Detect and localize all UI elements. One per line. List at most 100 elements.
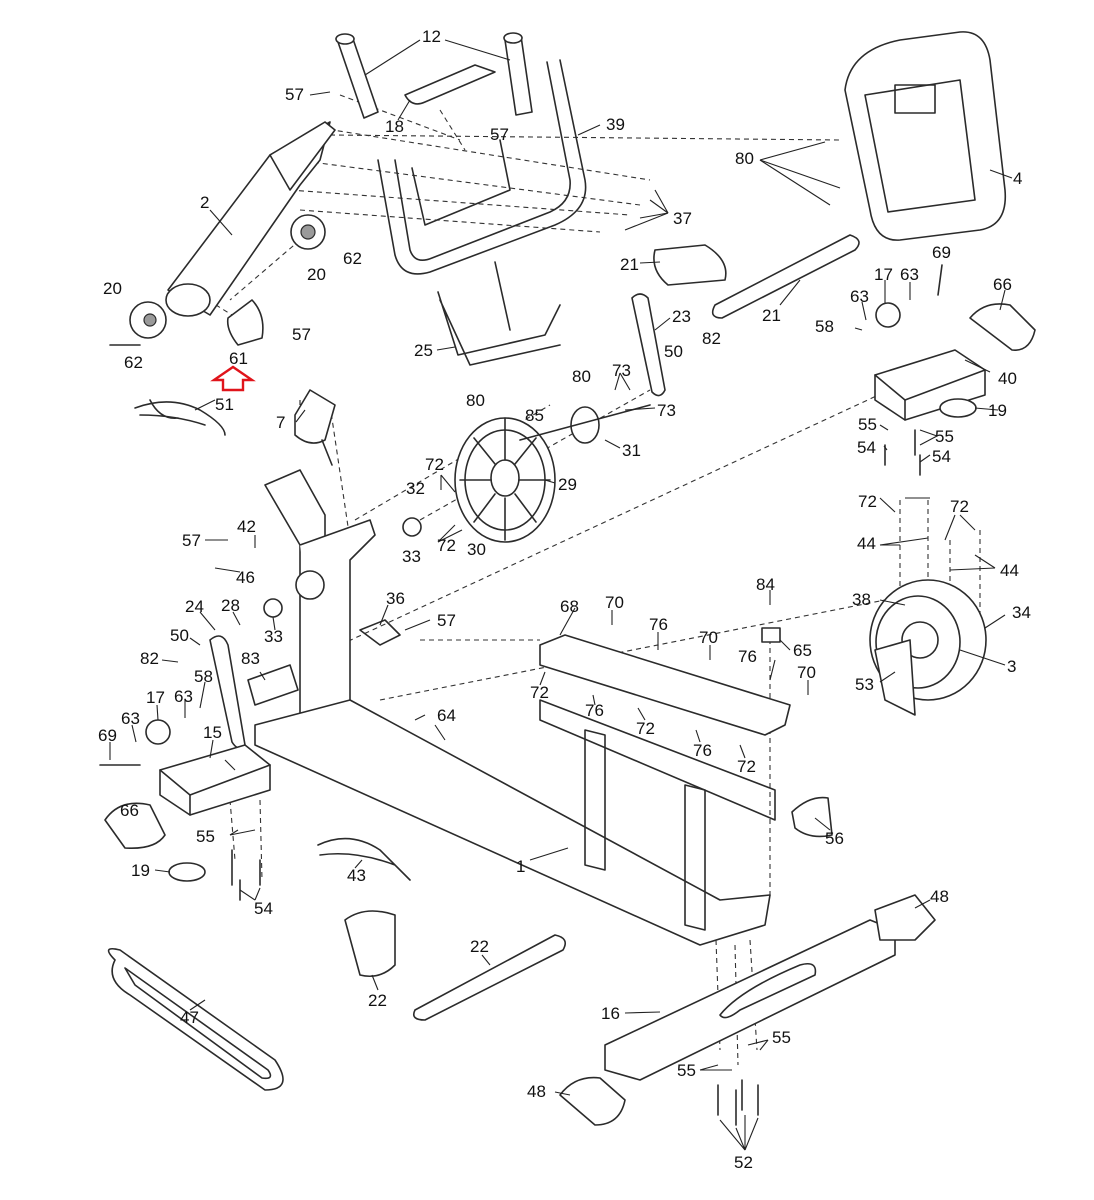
wheel-17-right xyxy=(875,302,901,328)
label-83: 83 xyxy=(241,649,260,668)
label-7: 7 xyxy=(276,413,285,432)
label-55: 55 xyxy=(858,415,877,434)
label-63: 63 xyxy=(850,287,869,306)
label-54: 54 xyxy=(932,447,951,466)
label-32: 32 xyxy=(406,479,425,498)
label-65: 65 xyxy=(793,641,812,660)
label-46: 46 xyxy=(236,568,255,587)
label-82: 82 xyxy=(140,649,159,668)
label-18: 18 xyxy=(385,117,404,136)
label-50: 50 xyxy=(170,626,189,645)
label-47: 47 xyxy=(180,1008,199,1027)
handlebar-pad xyxy=(404,64,496,105)
upper-handlebar xyxy=(377,59,587,275)
label-52: 52 xyxy=(734,1153,753,1172)
label-17: 17 xyxy=(874,265,893,284)
label-39: 39 xyxy=(606,115,625,134)
end-cap-56 xyxy=(791,796,833,838)
label-38: 38 xyxy=(852,590,871,609)
label-69: 69 xyxy=(932,243,951,262)
label-63: 63 xyxy=(121,709,140,728)
label-85: 85 xyxy=(525,406,544,425)
label-20: 20 xyxy=(103,279,122,298)
seat-bracket xyxy=(437,261,561,366)
label-25: 25 xyxy=(414,341,433,360)
label-63: 63 xyxy=(900,265,919,284)
label-72: 72 xyxy=(636,719,655,738)
label-29: 29 xyxy=(558,475,577,494)
label-31: 31 xyxy=(622,441,641,460)
label-28: 28 xyxy=(221,596,240,615)
bolts xyxy=(99,264,943,1126)
label-55: 55 xyxy=(677,1061,696,1080)
label-69: 69 xyxy=(98,726,117,745)
label-2: 2 xyxy=(200,193,209,212)
part-83 xyxy=(247,664,299,706)
label-63: 63 xyxy=(174,687,193,706)
label-51: 51 xyxy=(215,395,234,414)
label-70: 70 xyxy=(797,663,816,682)
label-12: 12 xyxy=(422,27,441,46)
label-33: 33 xyxy=(264,627,283,646)
label-56: 56 xyxy=(825,829,844,848)
label-58: 58 xyxy=(194,667,213,686)
label-82: 82 xyxy=(702,329,721,348)
upper-rail xyxy=(539,634,791,736)
label-55: 55 xyxy=(772,1028,791,1047)
sensor-bracket xyxy=(359,619,401,646)
label-76: 76 xyxy=(649,615,668,634)
label-42: 42 xyxy=(237,517,256,536)
label-37: 37 xyxy=(673,209,692,228)
label-72: 72 xyxy=(950,497,969,516)
label-22: 22 xyxy=(368,991,387,1010)
pedal-arm-right xyxy=(631,293,666,397)
label-66: 66 xyxy=(993,275,1012,294)
label-15: 15 xyxy=(203,723,222,742)
front-base xyxy=(604,919,896,1081)
label-73: 73 xyxy=(612,361,631,380)
label-20: 20 xyxy=(307,265,326,284)
label-23: 23 xyxy=(672,307,691,326)
label-54: 54 xyxy=(254,899,273,918)
label-80: 80 xyxy=(572,367,591,386)
part-labels: 12 57 18 57 39 80 4 2 37 62 20 21 69 17 … xyxy=(98,27,1031,1172)
label-80: 80 xyxy=(466,391,485,410)
main-frame-upright xyxy=(264,469,376,721)
upright-tube xyxy=(165,121,336,317)
label-70: 70 xyxy=(699,628,718,647)
label-48: 48 xyxy=(930,887,949,906)
flywheel xyxy=(454,417,556,543)
label-57: 57 xyxy=(437,611,456,630)
label-19: 19 xyxy=(131,861,150,880)
label-62: 62 xyxy=(343,249,362,268)
rear-stabilizer xyxy=(159,744,271,816)
label-72: 72 xyxy=(437,536,456,555)
crank-axle xyxy=(519,404,651,444)
adjustment-knob xyxy=(294,389,336,466)
label-57: 57 xyxy=(490,125,509,144)
leader-lines xyxy=(109,39,1013,1151)
label-43: 43 xyxy=(347,866,366,885)
label-19: 19 xyxy=(988,401,1007,420)
label-55: 55 xyxy=(935,427,954,446)
label-30: 30 xyxy=(467,540,486,559)
label-3: 3 xyxy=(1007,657,1016,676)
handle-grip-right xyxy=(503,32,533,116)
highlight-arrow-icon xyxy=(210,365,256,392)
label-44: 44 xyxy=(1000,561,1019,580)
label-22: 22 xyxy=(470,937,489,956)
label-54: 54 xyxy=(857,438,876,457)
label-50: 50 xyxy=(664,342,683,361)
transport-wheel-2 xyxy=(290,214,326,250)
tube-cover xyxy=(226,299,264,346)
label-76: 76 xyxy=(585,701,604,720)
label-4: 4 xyxy=(1013,169,1022,188)
main-frame xyxy=(254,699,776,946)
label-62: 62 xyxy=(124,353,143,372)
label-21: 21 xyxy=(620,255,639,274)
pedal-strap-right xyxy=(711,234,860,319)
label-53: 53 xyxy=(855,675,874,694)
label-64: 64 xyxy=(437,706,456,725)
label-72: 72 xyxy=(530,683,549,702)
pedal-right xyxy=(653,244,727,286)
